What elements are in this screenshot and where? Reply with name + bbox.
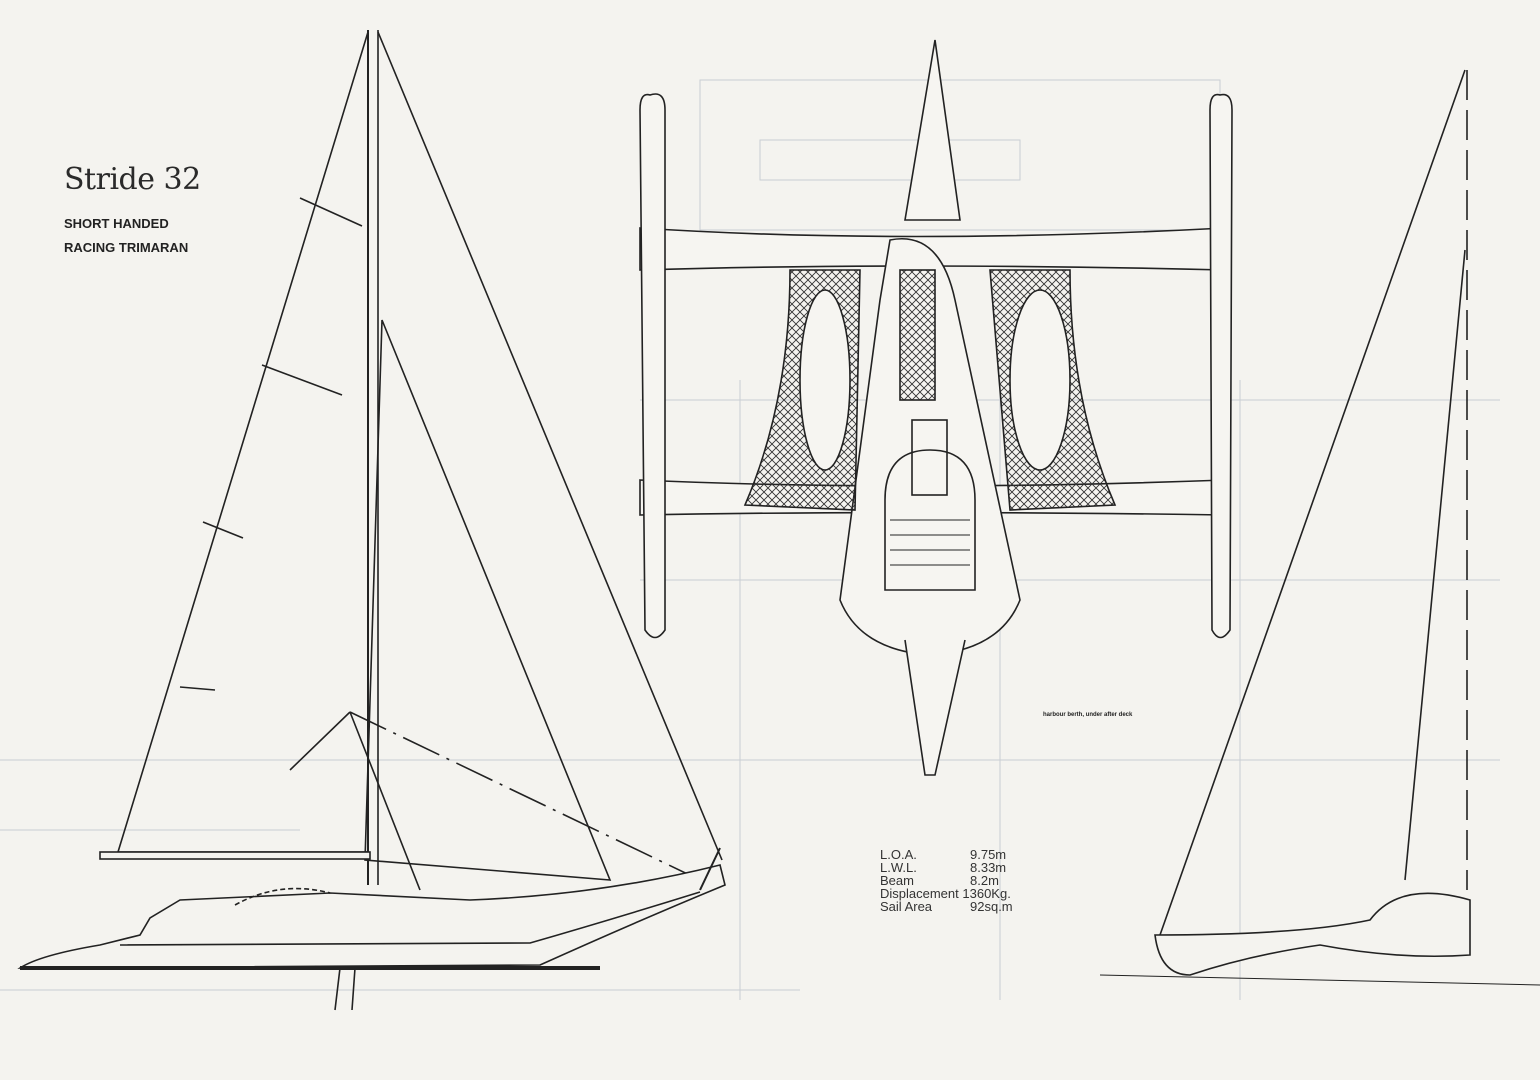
spec-label: L.W.L. [880,860,917,875]
specifications-table: L.O.A. 9.75m L.W.L. 8.33m Beam 8.2m Displac… [880,848,1013,913]
mainsail [116,31,369,853]
show-through-lines [0,79,1500,1000]
subtitle-line-1: SHORT HANDED [64,216,169,231]
boom [99,851,371,860]
spec-row: L.W.L. 8.33m [880,861,1013,874]
cockpit [884,449,976,591]
spec-row: Displacement 1360Kg. [880,887,1013,900]
spec-label: Beam [880,873,914,888]
spec-label: Displacement [880,886,959,901]
sail-plan-section [1099,69,1540,986]
batten [299,197,363,227]
spec-value: 92sq.m [970,899,1013,914]
sail-plan-profile [17,30,726,1011]
spec-row: Sail Area 92sq.m [880,900,1013,913]
jib [364,319,612,881]
batten [261,364,343,396]
deck-plan-view [639,39,1233,776]
stern-extension [904,639,966,776]
subtitle-line-2: RACING TRIMARAN [64,240,189,255]
spec-value: 1360Kg. [962,886,1011,901]
batten [202,521,244,539]
main-hull-profile [17,864,726,969]
spec-value: 8.33m [970,860,1007,875]
spec-label: Sail Area [880,899,933,914]
spec-row: Beam 8.2m [880,874,1013,887]
starboard-float [1209,93,1233,639]
rudder [334,967,356,1011]
spec-value: 9.75m [970,847,1007,862]
design-title: Stride 32 [64,162,201,197]
plan-note: harbour berth, under after deck [1043,712,1133,718]
spec-label: L.O.A. [880,847,917,862]
port-float [639,93,666,639]
forestay [377,31,723,861]
spec-value: 8.2m [970,873,999,888]
batten [179,686,216,691]
bow-float [904,39,961,221]
spec-row: L.O.A. 9.75m [880,848,1013,861]
